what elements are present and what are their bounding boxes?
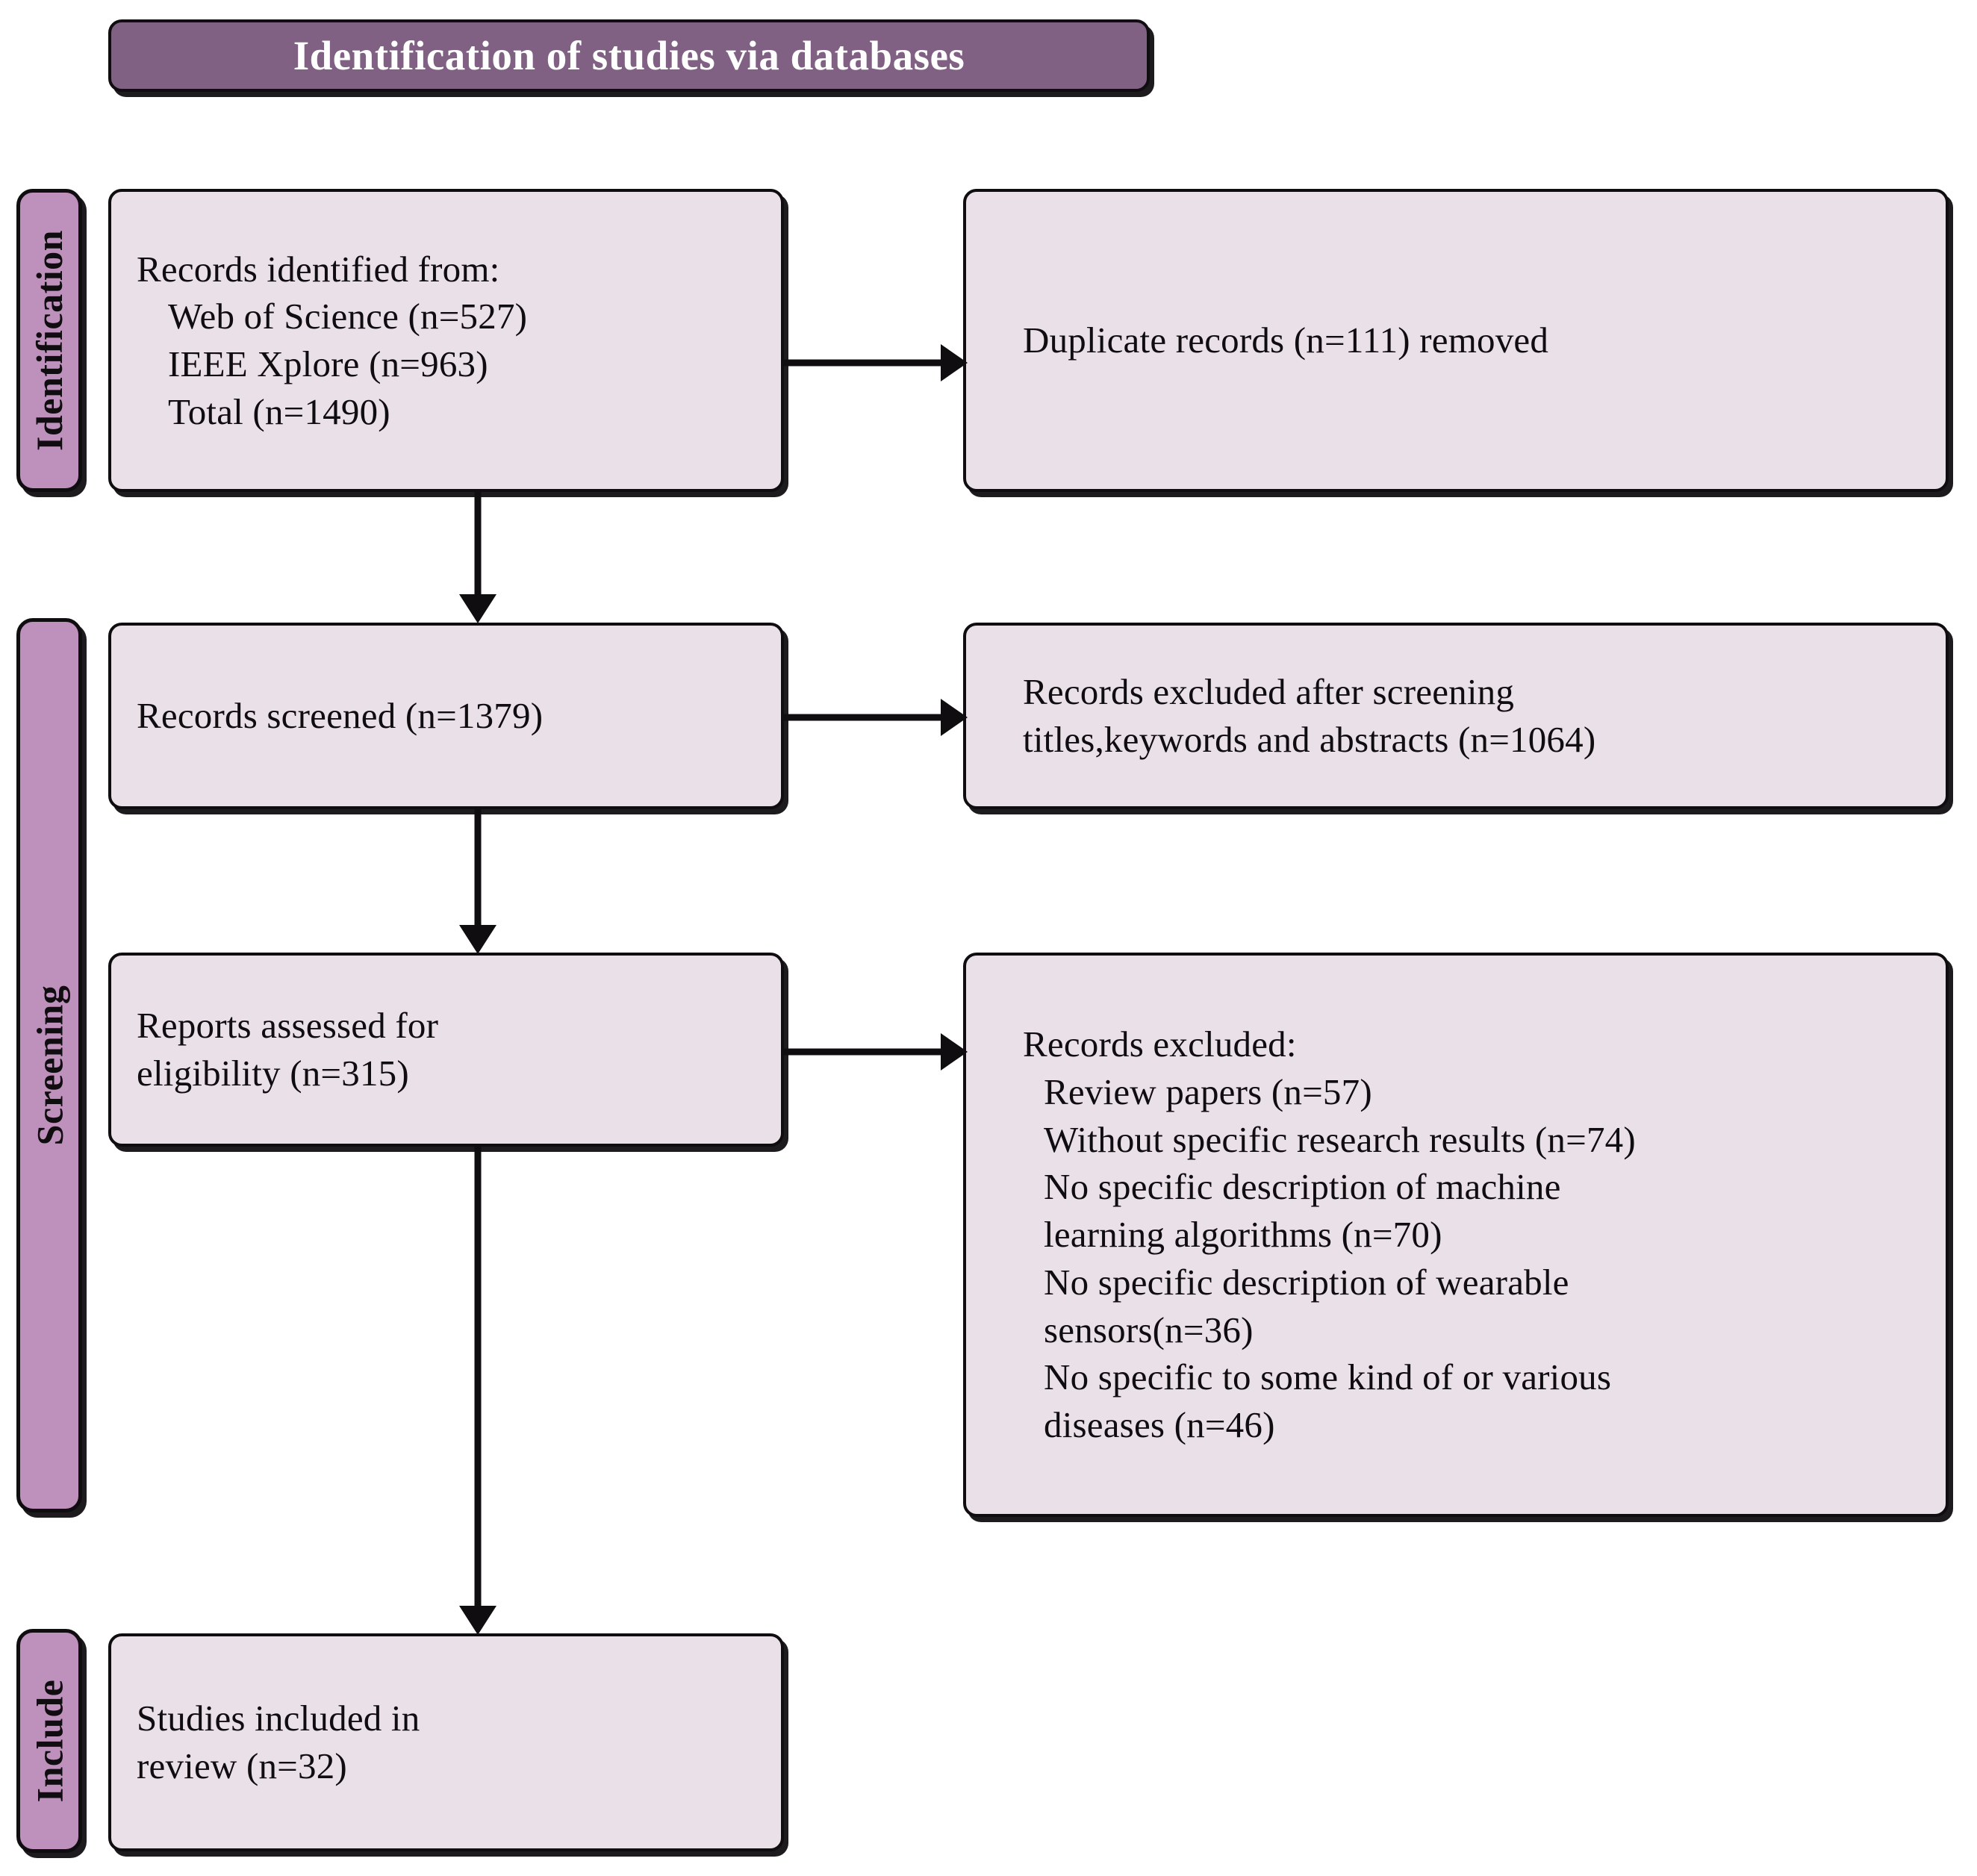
diagram-title-banner: Identification of studies via databases [108,19,1150,92]
text-line: Web of Science (n=527) [168,296,528,337]
exclusion-item: Review papers (n=57) [1044,1071,1372,1113]
node-reports-assessed-eligibility-text: Reports assessed for eligibility (n=315) [111,1002,781,1097]
exclusion-item: learning algorithms (n=70) [1044,1214,1442,1256]
exclusion-item: Without specific research results (n=74) [1044,1118,1636,1160]
arrow-eligibility-to-included [454,1144,502,1636]
text-line: Records identified from: [137,248,500,290]
exclusion-heading: Records excluded: [1023,1023,1297,1065]
node-duplicate-records-removed-text: Duplicate records (n=111) removed [966,317,1946,364]
arrow-screened-to-eligibility [454,806,502,956]
exclusion-item: sensors(n=36) [1044,1309,1254,1350]
node-records-identified: Records identified from: Web of Science … [108,189,784,492]
node-records-screened-text: Records screened (n=1379) [111,692,781,740]
text-line: Records excluded after screening [1023,671,1515,713]
text-line: Total (n=1490) [168,390,390,432]
node-records-identified-text: Records identified from: Web of Science … [111,246,781,436]
arrow-identified-to-duplicates [781,340,972,386]
text-line: Reports assessed for [137,1005,439,1047]
node-duplicate-records-removed: Duplicate records (n=111) removed [963,189,1949,492]
text-line: Duplicate records (n=111) removed [1023,320,1549,361]
phase-tab-identification-label: Identification [28,230,70,451]
text-line: Records screened (n=1379) [137,695,544,737]
arrow-screened-to-excluded [781,694,972,741]
arrow-identified-to-screened [454,489,502,625]
phase-tab-screening-label: Screening [28,985,70,1146]
text-line: IEEE Xplore (n=963) [168,343,488,384]
node-records-excluded-eligibility: Records excluded: Review papers (n=57) W… [963,953,1949,1517]
phase-tab-include: Include [16,1629,82,1853]
exclusion-item: No specific description of wearable [1044,1261,1569,1303]
phase-tab-identification: Identification [16,189,82,492]
text-line: Studies included in [137,1698,420,1739]
text-line: titles,keywords and abstracts (n=1064) [1023,719,1596,760]
text-line: review (n=32) [137,1745,347,1786]
phase-tab-screening: Screening [16,618,82,1512]
node-records-excluded-screening-text: Records excluded after screening titles,… [966,668,1946,763]
exclusion-item: diseases (n=46) [1044,1403,1275,1445]
exclusion-item: No specific description of machine [1044,1166,1561,1208]
node-records-excluded-eligibility-text: Records excluded: Review papers (n=57) W… [966,1020,1946,1448]
node-reports-assessed-eligibility: Reports assessed for eligibility (n=315) [108,953,784,1147]
node-studies-included: Studies included in review (n=32) [108,1633,784,1851]
arrow-eligibility-to-excluded [781,1029,972,1075]
text-line: eligibility (n=315) [137,1053,409,1094]
node-records-excluded-screening: Records excluded after screening titles,… [963,623,1949,809]
exclusion-item: No specific to some kind of or various [1044,1356,1612,1398]
phase-tab-include-label: Include [28,1679,71,1803]
node-studies-included-text: Studies included in review (n=32) [111,1695,781,1789]
diagram-title: Identification of studies via databases [293,33,965,78]
node-records-screened: Records screened (n=1379) [108,623,784,809]
